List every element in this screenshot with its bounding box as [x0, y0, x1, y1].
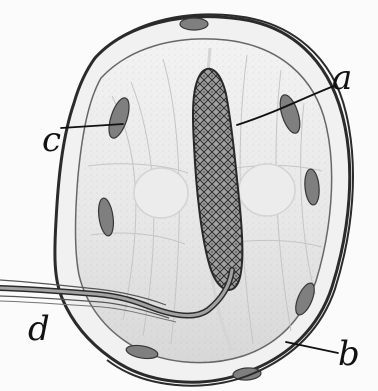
left-faint-cell — [134, 168, 188, 218]
label-c: c — [42, 123, 61, 157]
right-faint-cell — [239, 164, 295, 216]
label-b: b — [338, 337, 360, 371]
label-d: d — [28, 312, 50, 346]
leader-line-b — [286, 342, 338, 353]
label-a: a — [332, 61, 352, 95]
nucleus-icon — [180, 18, 208, 30]
